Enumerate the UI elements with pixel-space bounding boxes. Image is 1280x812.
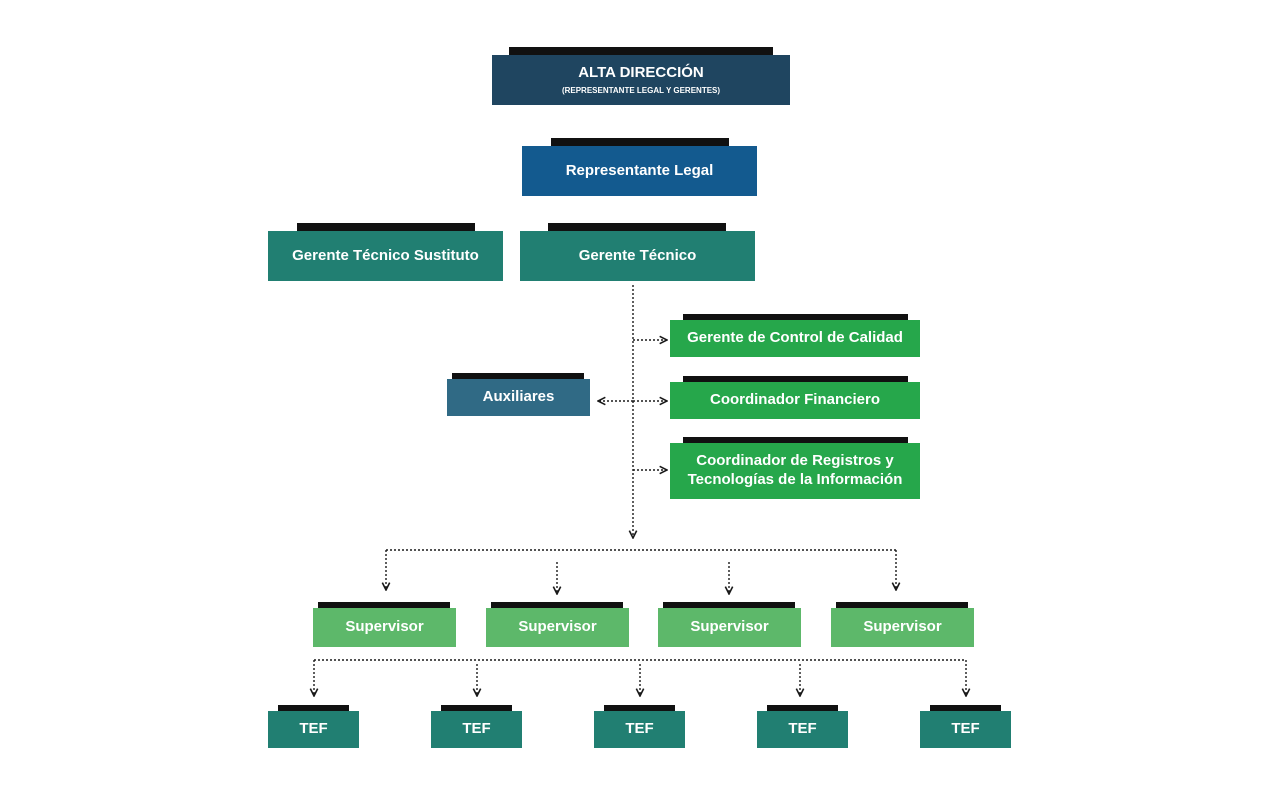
supervisor-3-box: Supervisor bbox=[658, 608, 801, 647]
top-management-tab bbox=[509, 47, 773, 56]
substitute-manager-box: Gerente Técnico Sustituto bbox=[268, 231, 503, 281]
quality-manager-tab bbox=[683, 314, 908, 321]
tef-4-box: TEF bbox=[757, 711, 848, 748]
technical-manager-box: Gerente Técnico bbox=[520, 231, 755, 281]
supervisor-1-label: Supervisor bbox=[345, 618, 424, 636]
top-management-title: ALTA DIRECCIÓN bbox=[578, 64, 704, 82]
top-management-box: ALTA DIRECCIÓN (REPRESENTANTE LEGAL Y GE… bbox=[492, 55, 790, 105]
technical-manager-tab bbox=[548, 223, 726, 232]
tef-1-label: TEF bbox=[299, 720, 328, 738]
tef-5-tab bbox=[930, 705, 1001, 712]
supervisor-4-box: Supervisor bbox=[831, 608, 974, 647]
supervisor-2-tab bbox=[491, 602, 623, 609]
tef-2-tab bbox=[441, 705, 512, 712]
tef-4-tab bbox=[767, 705, 838, 712]
tef-1-tab bbox=[278, 705, 349, 712]
tef-5-box: TEF bbox=[920, 711, 1011, 748]
supervisor-4-label: Supervisor bbox=[863, 618, 942, 636]
substitute-manager-label: Gerente Técnico Sustituto bbox=[292, 246, 479, 264]
assistants-box: Auxiliares bbox=[447, 379, 590, 416]
supervisor-3-label: Supervisor bbox=[690, 618, 769, 636]
assistants-tab bbox=[452, 373, 584, 380]
records-coordinator-tab bbox=[683, 437, 908, 444]
finance-coordinator-box: Coordinador Financiero bbox=[670, 382, 920, 419]
top-management-subtitle: (REPRESENTANTE LEGAL Y GERENTES) bbox=[561, 85, 721, 95]
technical-manager-label: Gerente Técnico bbox=[578, 246, 697, 264]
tef-1-box: TEF bbox=[268, 711, 359, 748]
tef-3-box: TEF bbox=[594, 711, 685, 748]
representative-box: Representante Legal bbox=[522, 146, 757, 196]
finance-coordinator-label: Coordinador Financiero bbox=[709, 391, 880, 409]
tef-2-box: TEF bbox=[431, 711, 522, 748]
tef-5-label: TEF bbox=[951, 720, 980, 738]
tef-3-tab bbox=[604, 705, 675, 712]
finance-coordinator-tab bbox=[683, 376, 908, 383]
quality-manager-label: Gerente de Control de Calidad bbox=[687, 329, 903, 347]
tef-4-label: TEF bbox=[788, 720, 817, 738]
supervisor-2-box: Supervisor bbox=[486, 608, 629, 647]
representative-tab bbox=[551, 138, 729, 147]
supervisor-3-tab bbox=[663, 602, 795, 609]
supervisor-1-box: Supervisor bbox=[313, 608, 456, 647]
tef-2-label: TEF bbox=[462, 720, 491, 738]
substitute-manager-tab bbox=[297, 223, 475, 232]
representative-label: Representante Legal bbox=[565, 161, 714, 179]
records-coordinator-label: Coordinador de Registros y Tecnologías d… bbox=[687, 452, 903, 488]
quality-manager-box: Gerente de Control de Calidad bbox=[670, 320, 920, 357]
assistants-label: Auxiliares bbox=[482, 388, 555, 406]
supervisor-2-label: Supervisor bbox=[518, 618, 597, 636]
supervisor-4-tab bbox=[836, 602, 968, 609]
supervisor-1-tab bbox=[318, 602, 450, 609]
records-coordinator-box: Coordinador de Registros y Tecnologías d… bbox=[670, 443, 920, 499]
tef-3-label: TEF bbox=[625, 720, 654, 738]
